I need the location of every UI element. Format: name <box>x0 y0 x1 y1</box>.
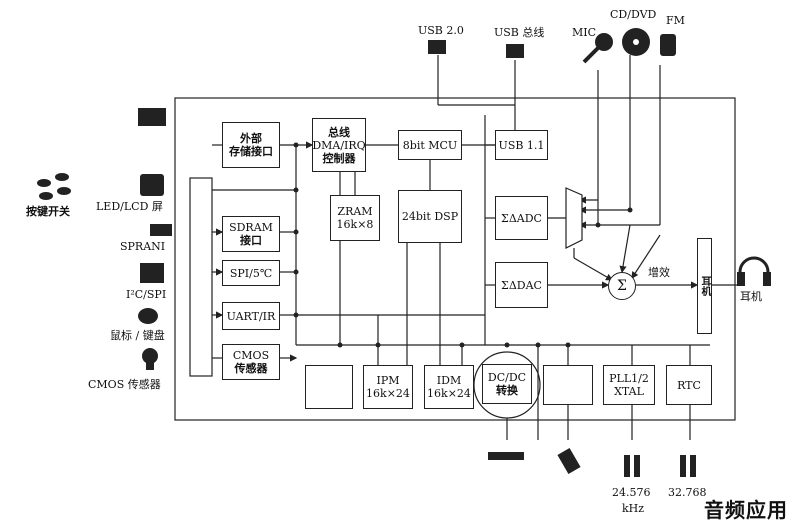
label-xtal2: 32.768 <box>668 486 707 499</box>
led-lcd-icon <box>140 174 164 196</box>
block-cmos: CMOS 传感器 <box>222 344 280 380</box>
cmos-sensor-icon <box>142 348 158 370</box>
sprani-connector-icon <box>150 224 172 236</box>
block-sum: Σ <box>608 272 636 300</box>
block-rtc: RTC <box>666 365 712 405</box>
label-mouse-kb: 鼠标 / 键盘 <box>110 329 165 342</box>
label-xtal1: 24.576 <box>612 486 651 499</box>
block-uart: UART/IR <box>222 302 280 330</box>
label-xtal1-unit: kHz <box>622 502 645 515</box>
fm-radio-icon <box>660 34 676 56</box>
left-bus <box>189 177 213 377</box>
top-left-device-icon <box>138 108 166 126</box>
cd-dvd-icon <box>622 28 650 56</box>
usb20-connector-icon <box>428 40 446 54</box>
watermark: 音频应用 <box>704 498 788 522</box>
label-sprani: SPRANI <box>120 240 166 253</box>
label-gain: 增效 <box>648 266 670 279</box>
block-zram: ZRAM 16k×8 <box>330 195 380 241</box>
block-ipm: IPM 16k×24 <box>363 365 413 409</box>
block-earphone: 耳机 <box>697 238 712 334</box>
block-empty-1 <box>305 365 353 409</box>
mic-icon <box>582 33 613 64</box>
block-pll: PLL1/2 XTAL <box>603 365 655 405</box>
block-mcu: 8bit MCU <box>398 130 462 160</box>
block-dac: ΣΔDAC <box>495 262 548 308</box>
label-usb-bus: USB 总线 <box>494 26 545 39</box>
block-sdram: SDRAM 接口 <box>222 216 280 252</box>
bottom-connector-icon <box>488 452 524 460</box>
block-ext-mem: 外部 存储接口 <box>222 122 280 168</box>
crystal-icon-2 <box>680 455 696 477</box>
usb-bus-connector-icon <box>506 44 524 58</box>
block-spi: SPI/5℃ <box>222 260 280 286</box>
block-adc: ΣΔADC <box>495 196 548 240</box>
keys-icon <box>37 173 71 200</box>
label-headphone: 耳机 <box>740 290 762 303</box>
block-idm: IDM 16k×24 <box>424 365 474 409</box>
label-fm: FM <box>666 14 685 27</box>
label-keys: 按键开关 <box>26 205 70 218</box>
block-dsp: 24bit DSP <box>398 190 462 243</box>
label-i2c-spi: I²C/SPI <box>126 288 167 301</box>
label-mic: MIC <box>572 26 597 39</box>
i2c-spi-icon <box>140 263 164 283</box>
label-usb20: USB 2.0 <box>418 24 464 37</box>
block-dma: 总线 DMA/IRQ 控制器 <box>312 118 366 172</box>
block-dcdc: DC/DC 转换 <box>482 364 532 404</box>
headphone-icon <box>737 256 771 286</box>
battery-icon <box>557 447 581 475</box>
label-cmos-sensor: CMOS 传感器 <box>88 378 161 391</box>
mouse-icon <box>138 308 158 324</box>
input-mux <box>565 187 583 249</box>
chip-outline <box>174 97 736 421</box>
label-led-lcd: LED/LCD 屏 <box>96 200 163 213</box>
label-cddvd: CD/DVD <box>610 8 657 21</box>
block-empty-2 <box>543 365 593 405</box>
block-usb11: USB 1.1 <box>495 130 548 160</box>
crystal-icon-1 <box>624 455 640 477</box>
